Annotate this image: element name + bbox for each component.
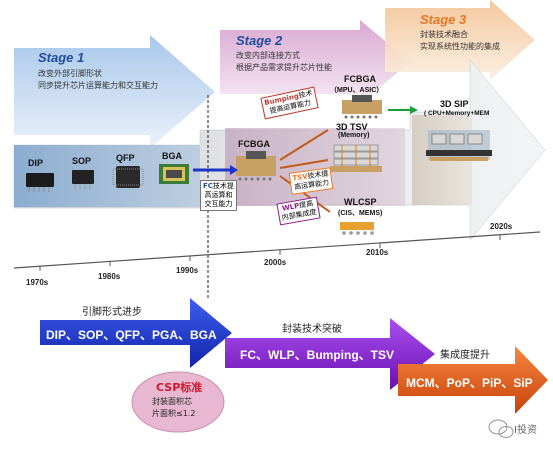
stage2-desc-line2: 根据产品需求提升芯片性能	[236, 63, 332, 72]
fcbga-branch-arrows	[279, 129, 331, 213]
label-3dsip: 3D SIP	[440, 99, 469, 109]
bar2-caption: 封装技术突破	[282, 324, 342, 335]
csp-line1: 封装面积芯	[152, 397, 192, 406]
wlcsp-chip-icon	[340, 222, 374, 235]
sip3d-chip-icon	[426, 130, 492, 161]
label-sop: SOP	[72, 156, 92, 166]
label-dip: DIP	[28, 158, 44, 168]
csp-title: CSP标准	[156, 381, 203, 394]
dip-chip-icon	[26, 173, 54, 192]
callout-fc: FC技术提 高运算和 交互能力	[200, 180, 237, 211]
stage1-arrow-shape	[14, 35, 215, 148]
packaging-tech-arrow	[225, 318, 435, 390]
watermark-text: I投资	[514, 425, 537, 436]
stage2-title: Stage 2	[236, 33, 283, 48]
year-2020s: 2020s	[490, 222, 513, 231]
qfp-chip-icon	[112, 166, 144, 188]
time-axis-ticks	[39, 235, 501, 271]
stage3-desc-line2: 实现系统性功能的集成	[420, 42, 500, 51]
label-wlcsp: WLCSP	[344, 197, 377, 207]
fcbga-chip-icon	[236, 151, 276, 181]
stage2-desc-line1: 改变内部连接方式	[236, 51, 300, 60]
callout-bumping-rest: 技术	[297, 89, 314, 100]
bar3-caption: 集成度提升	[440, 350, 490, 361]
callout-fc-line1: 高运算和	[204, 191, 233, 199]
year-1990s: 1990s	[176, 266, 199, 275]
stage3-arrow-shape	[385, 0, 535, 80]
stage3-desc-line1: 封装技术融合	[420, 30, 468, 39]
stage1-desc-line1: 改变外部引脚形状	[38, 69, 102, 78]
fcbga2-chip-icon	[342, 95, 382, 119]
stage1-title: Stage 1	[38, 50, 85, 65]
bar3-text: MCM、PoP、PiP、SiP	[406, 376, 533, 390]
time-axis-line	[13, 231, 541, 269]
wechat-watermark-icon	[488, 419, 514, 438]
label-fcbga2-sub: （MPU、ASIC）	[330, 87, 384, 94]
label-fcbga2: FCBGA	[344, 74, 376, 84]
callout-fc-rest: 技术提	[212, 182, 234, 190]
stage2-arrow-shape	[220, 20, 410, 104]
label-3dtsv: 3D TSV	[336, 122, 368, 132]
year-1970s: 1970s	[26, 278, 49, 287]
label-qfp: QFP	[116, 153, 135, 163]
label-fcbga: FCBGA	[238, 139, 270, 149]
label-bga: BGA	[162, 151, 182, 161]
tsv3d-chip-icon	[330, 144, 382, 172]
callout-fc-line2: 交互能力	[204, 200, 233, 208]
label-wlcsp-sub: (CIS、MEMS)	[338, 210, 383, 217]
csp-ellipse	[131, 371, 225, 433]
bar1-text: DIP、SOP、QFP、PGA、BGA	[46, 328, 217, 342]
bar1-caption: 引脚形式进步	[82, 307, 142, 318]
stage1-desc-line2: 同步提升芯片运算能力和交互能力	[38, 81, 158, 90]
stage3-title: Stage 3	[420, 12, 467, 27]
bar2-text: FC、WLP、Bumping、TSV	[240, 348, 394, 362]
sop-chip-icon	[72, 170, 94, 189]
year-1980s: 1980s	[98, 272, 121, 281]
year-2000s: 2000s	[264, 258, 287, 267]
callout-fc-hl: FC	[203, 182, 213, 190]
year-2010s: 2010s	[366, 248, 389, 257]
bga-to-fcbga-arrowhead	[230, 165, 238, 175]
label-3dsip-sub: ( CPU+Memory+MEM	[424, 110, 490, 117]
pin-form-arrow	[40, 298, 232, 368]
label-3dtsv-sub: (Memory)	[338, 132, 370, 139]
csp-line2: 片面积≤1.2	[152, 409, 196, 418]
stage2-to-stage3-arrowhead	[410, 106, 418, 114]
bga-chip-icon	[159, 164, 189, 184]
integration-arrow	[398, 346, 548, 414]
